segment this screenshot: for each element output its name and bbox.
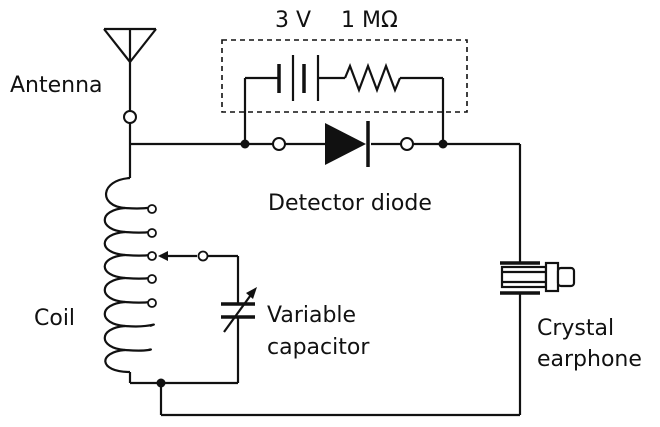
- detector-diode-label: Detector diode: [268, 191, 432, 216]
- variable-capacitor-label-line2: capacitor: [267, 335, 370, 360]
- coil-symbol: [103, 144, 157, 383]
- resistor-symbol: [343, 62, 402, 94]
- crystal-earphone-symbol: [500, 261, 576, 295]
- bias-network: [221, 39, 468, 144]
- junction-dot-bottom: [156, 378, 166, 388]
- coil-label: Coil: [34, 306, 75, 331]
- coil-tap-4[interactable]: [147, 274, 157, 284]
- detector-diode-symbol: [272, 121, 414, 167]
- bias-network-dashed-box: [221, 39, 468, 113]
- coil-tap-2[interactable]: [147, 228, 157, 238]
- crystal-earphone-label-line2: earphone: [537, 347, 642, 372]
- variable-capacitor-symbol: [221, 256, 257, 383]
- coil-tap-1[interactable]: [147, 204, 157, 214]
- variable-capacitor-label-line1: Variable: [267, 303, 356, 328]
- antenna-symbol: [103, 27, 157, 144]
- antenna-label: Antenna: [10, 73, 103, 98]
- coil-tap-5[interactable]: [147, 298, 157, 308]
- resistor-value-label: 1 MΩ: [341, 8, 398, 33]
- battery-symbol: [277, 55, 320, 101]
- tap-selector-arrow: [158, 250, 238, 262]
- crystal-earphone-label-line1: Crystal: [537, 316, 614, 341]
- battery-voltage-label: 3 V: [275, 8, 311, 33]
- top-wire: [130, 139, 522, 263]
- bottom-wire: [130, 293, 522, 417]
- coil-tap-3[interactable]: [147, 251, 157, 261]
